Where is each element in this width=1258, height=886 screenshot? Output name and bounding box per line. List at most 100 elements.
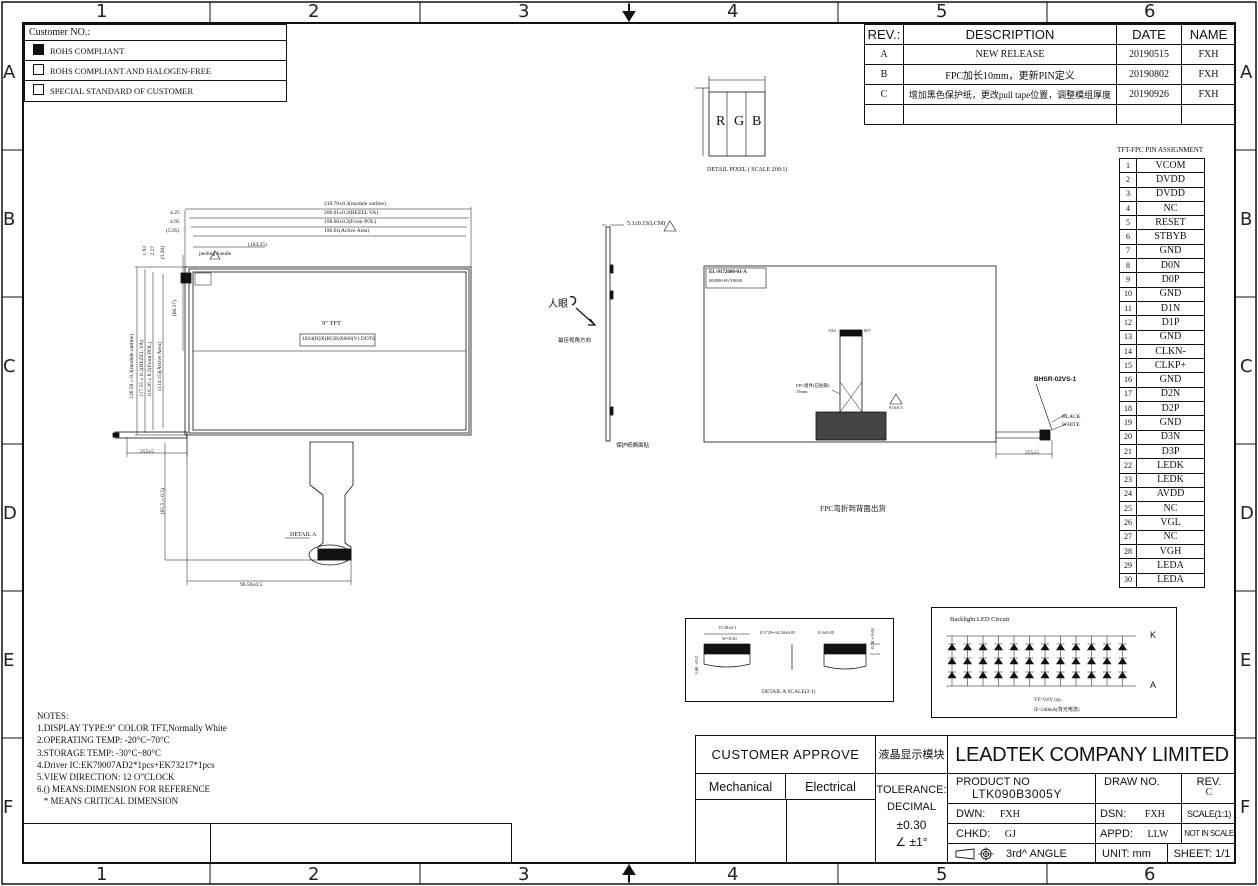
customer-option-special[interactable]: SPECIAL STANDARD OF CUSTOMER bbox=[25, 81, 286, 101]
pin-number: 10 bbox=[1119, 286, 1137, 302]
checkbox-unchecked[interactable] bbox=[33, 84, 44, 95]
appd-value: LLW bbox=[1147, 829, 1169, 840]
fpc-callout-2: 15mm bbox=[796, 389, 808, 394]
pin-number: 18 bbox=[1119, 401, 1137, 417]
view-direction-note: 最佳视角方向 bbox=[558, 338, 592, 344]
detail-a-d2: 0.5*29=14.50±0.05 bbox=[760, 630, 796, 635]
sheet-cell: SHEET: 1/1 bbox=[1173, 848, 1231, 860]
front-view-svg bbox=[112, 207, 472, 585]
pin-number: 19 bbox=[1119, 415, 1137, 431]
draw-no-cell: DRAW NO. bbox=[1096, 774, 1182, 804]
pin-signal: LEDA bbox=[1136, 558, 1205, 574]
dim-top-offset-1: 1.93 bbox=[142, 246, 148, 256]
led-diode-icon bbox=[962, 657, 973, 665]
checkbox-unchecked[interactable] bbox=[33, 64, 44, 75]
pin-number: 13 bbox=[1119, 329, 1137, 345]
pixel-r: R bbox=[716, 114, 726, 129]
pin-number: 6 bbox=[1119, 229, 1137, 245]
checkbox-checked[interactable] bbox=[33, 44, 44, 55]
note-item: 3.STORAGE TEMP: -30°C~80°C bbox=[37, 747, 162, 758]
pixel-b: B bbox=[752, 114, 762, 129]
dim-active-area: 196.61(Active Area) bbox=[324, 228, 370, 234]
notes-block: NOTES: 1.DISPLAY TYPE:9" COLOR TFT,Norma… bbox=[37, 710, 227, 808]
pin-number: 26 bbox=[1119, 515, 1137, 531]
led-vf: VF=9.6V typ. bbox=[1034, 698, 1062, 703]
customer-option-halogen[interactable]: ROHS COMPLIANT AND HALOGEN-FREE bbox=[25, 61, 286, 81]
notes-title: NOTES: bbox=[37, 711, 69, 721]
rev-label: REV. bbox=[1196, 776, 1222, 788]
led-diode-icon bbox=[1102, 643, 1112, 651]
zone-row-c: C bbox=[3, 356, 16, 377]
led-diode-icon bbox=[1024, 657, 1035, 665]
note-item: 2.OPERATING TEMP: -20°C~70°C bbox=[37, 735, 170, 746]
pin-signal: NC bbox=[1136, 501, 1205, 517]
pin-signal: D0P bbox=[1136, 272, 1205, 288]
wire-white: WHITE bbox=[1062, 422, 1080, 428]
angle-projection-label: 3rd^ ANGLE bbox=[1006, 848, 1067, 860]
company-name: LEADTEK COMPANY LIMITED bbox=[948, 736, 1236, 774]
side-view-svg bbox=[569, 220, 677, 442]
zone-col-4: 4 bbox=[727, 1, 739, 22]
pin-signal: DVDD bbox=[1136, 186, 1205, 202]
dsn-cell: DSN: FXH bbox=[1096, 804, 1182, 824]
led-if: IF=240mA(背光电流) bbox=[1034, 708, 1080, 713]
pin-number: 20 bbox=[1119, 429, 1137, 445]
pin-number: 30 bbox=[1119, 572, 1137, 588]
side-bottom-note: 保护纸撕面贴 bbox=[616, 443, 650, 449]
product-no: LTK090B3005Y bbox=[972, 787, 1062, 801]
note-item: 5.VIEW DIRECTION: 12 O"CLOCK bbox=[37, 772, 175, 783]
pin-number: 27 bbox=[1119, 529, 1137, 546]
pin-number: 28 bbox=[1119, 544, 1137, 560]
zone-row-f-right: F bbox=[1240, 797, 1251, 818]
pin-signal: VGH bbox=[1136, 544, 1205, 560]
led-circuit-svg bbox=[946, 635, 1136, 687]
customer-option-rohs[interactable]: ROHS COMPLIANT bbox=[25, 41, 286, 61]
product-no-cell: PRODUCT NO LTK090B3005Y bbox=[948, 774, 1096, 804]
led-diode-icon bbox=[993, 643, 1004, 651]
detail-a-callout: DETAIL A bbox=[290, 532, 317, 538]
dim-top-offset-2: 2.27 bbox=[150, 246, 156, 256]
desc-header: DESCRIPTION bbox=[903, 24, 1117, 45]
scale-cell: SCALE(1:1) bbox=[1182, 804, 1236, 824]
angle-projection-cell: 3rd^ ANGLE bbox=[948, 844, 1096, 864]
pin-signal: CLKN- bbox=[1136, 343, 1205, 360]
zone-col-5-bottom: 5 bbox=[936, 864, 948, 885]
wire-black: BLACK bbox=[1062, 414, 1081, 420]
dwn-value: FXH bbox=[999, 809, 1020, 820]
led-diode-icon bbox=[1117, 657, 1128, 665]
pin-signal: STBYB bbox=[1136, 229, 1205, 245]
angle-tolerance: ∠ ±1° bbox=[895, 835, 928, 849]
pin-number: 24 bbox=[1119, 486, 1137, 503]
pin-signal: D2N bbox=[1136, 386, 1205, 403]
date-header: DATE bbox=[1116, 24, 1182, 45]
dim-v-active: (114.15)(Active Area) bbox=[157, 342, 163, 391]
module-cn-cell: 液晶显示模块 bbox=[876, 736, 948, 774]
pin-number: 7 bbox=[1119, 243, 1137, 260]
detail-a-d6: 0.30±0.03 bbox=[870, 628, 875, 649]
detail-a-d1: 15.58±0.1 bbox=[718, 625, 737, 630]
led-diode-icon bbox=[1055, 657, 1066, 665]
pin-number: 21 bbox=[1119, 443, 1137, 460]
pin-number: 11 bbox=[1119, 300, 1137, 317]
led-circuit-box bbox=[931, 607, 1177, 718]
zone-row-a-right: A bbox=[1240, 62, 1253, 83]
led-diode-icon bbox=[1102, 671, 1112, 679]
led-diode-icon bbox=[978, 657, 988, 665]
